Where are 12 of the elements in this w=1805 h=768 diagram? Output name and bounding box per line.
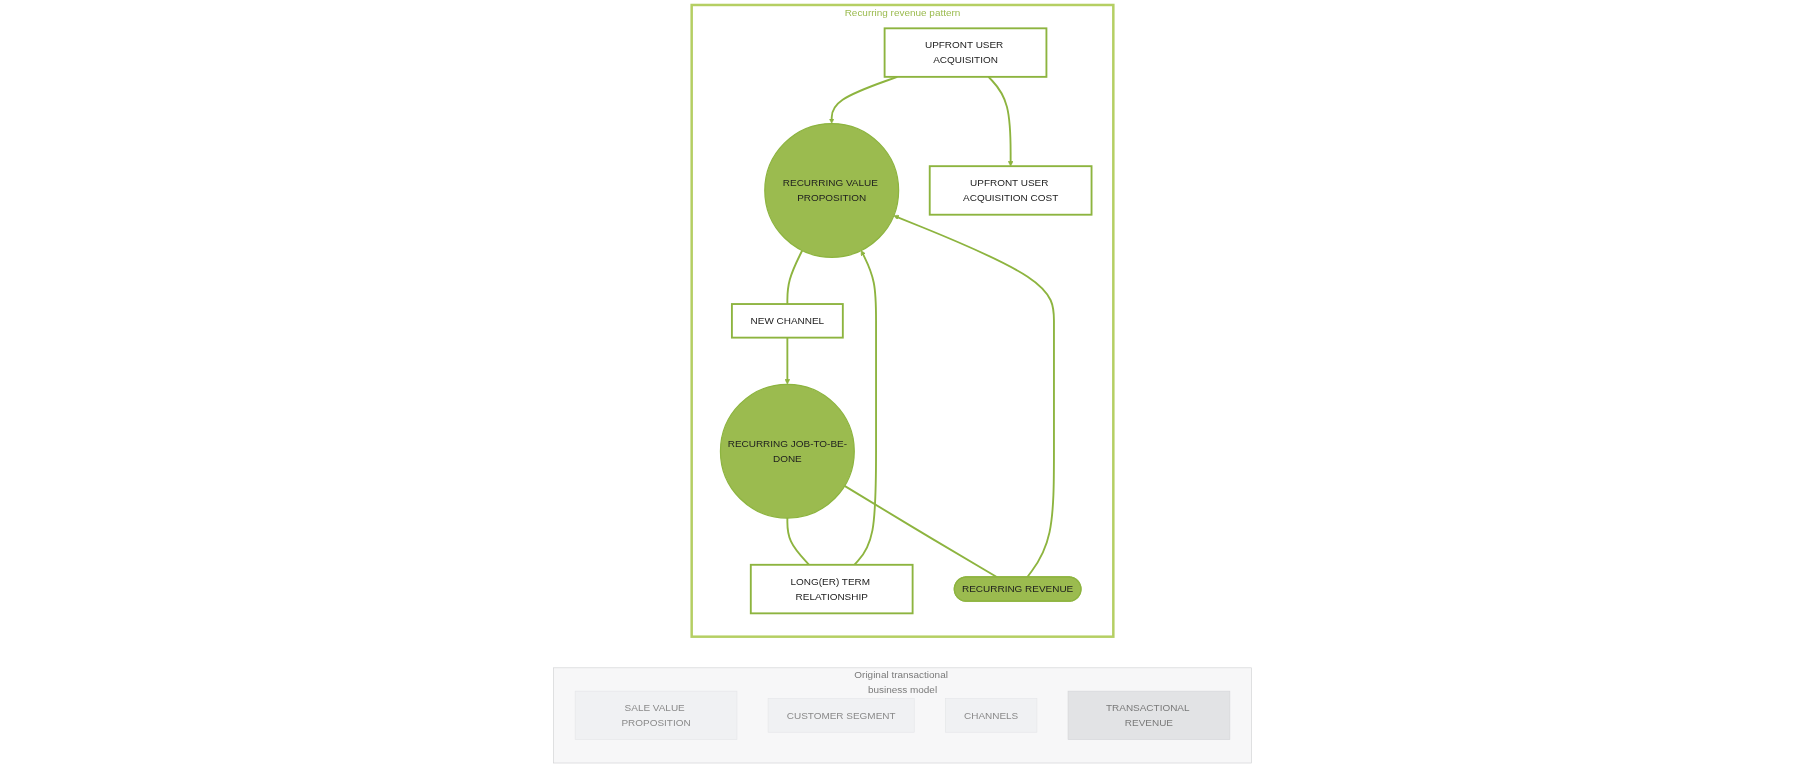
arrow — [987, 75, 1014, 167]
node-box: UPFRONT USER ACQUISITION — [883, 27, 1048, 78]
connector — [786, 517, 811, 566]
arrow — [784, 336, 791, 385]
arrow — [853, 250, 877, 566]
node-box: TRANSACTIONAL REVENUE — [1067, 690, 1231, 740]
node-circle: RECURRING VALUE PROPOSITION — [764, 122, 900, 258]
node-circle: RECURRING JOB-TO-BE-DONE — [719, 383, 855, 519]
node-box: UPFRONT USER ACQUISITION COST — [928, 165, 1093, 216]
node-box: LONG(ER) TERM RELATIONSHIP — [749, 563, 914, 615]
node-box: NEW CHANNEL — [730, 303, 844, 339]
connector — [786, 249, 804, 305]
